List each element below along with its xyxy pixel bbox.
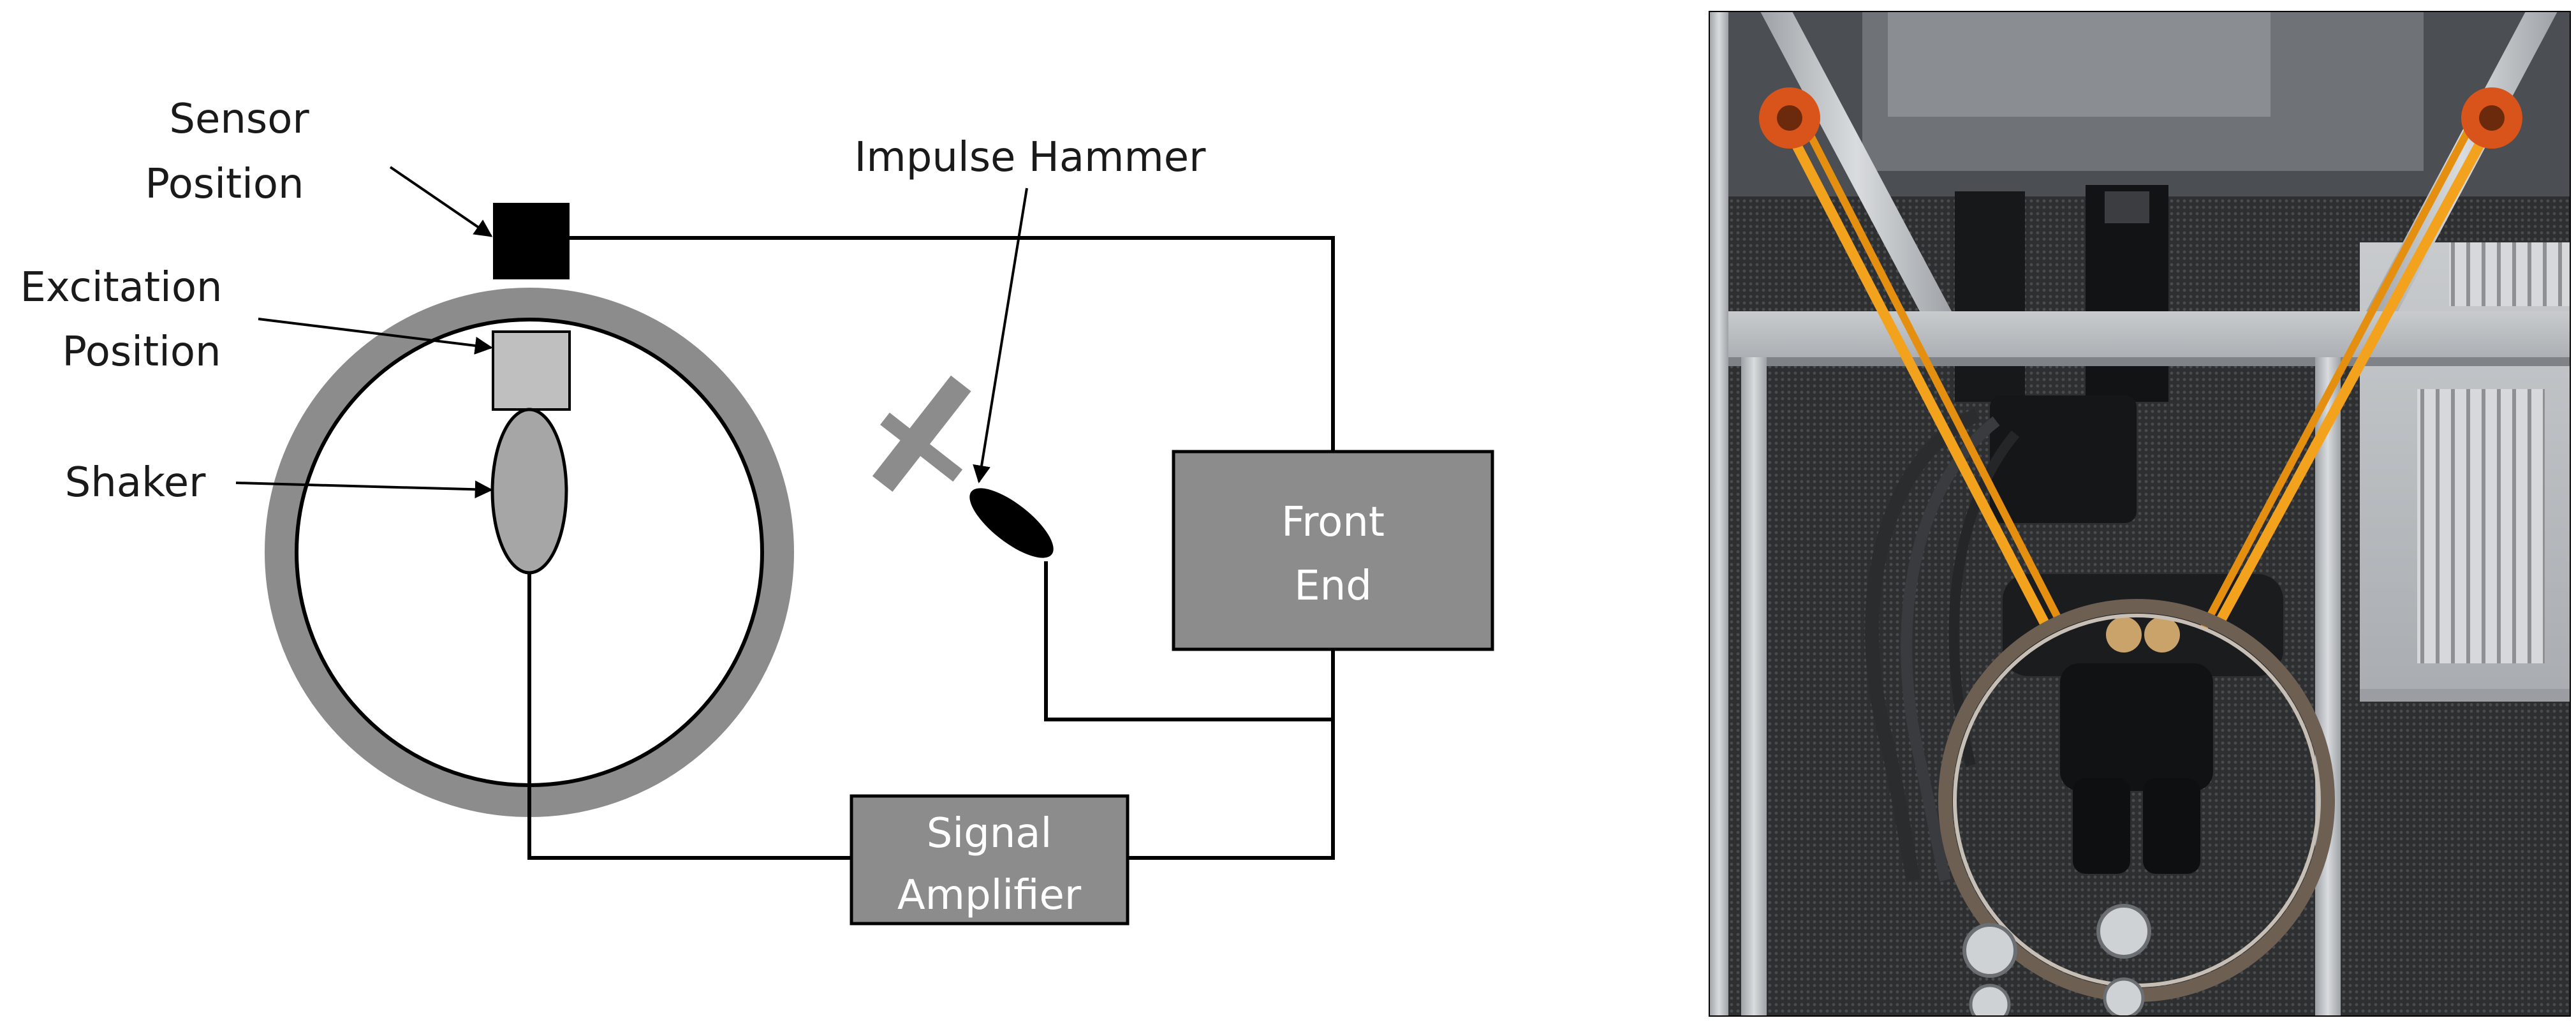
sensor-position-label-2: Position (145, 161, 304, 208)
sensor-wire (570, 236, 1335, 453)
signal-amplifier-label-1: Signal (927, 810, 1052, 857)
signal-amplifier-label-2: Amplifier (897, 872, 1082, 919)
shaker-ellipse (490, 408, 568, 575)
sensor-position-label-1: Sensor (169, 96, 309, 143)
impulse-hammer-label: Impulse Hammer (855, 134, 1207, 181)
impulse-hammer-icon (872, 375, 1054, 558)
photo-pipe-left (1955, 191, 2025, 402)
photo-strap-right (2211, 122, 2496, 631)
hammer-wire (1044, 561, 1333, 721)
schematic-diagram: Front End Signal Amplifier Sensor Positi… (20, 96, 1494, 925)
front-end-label-1: Front (1281, 499, 1385, 546)
photo-strap-left (1781, 122, 2052, 631)
shaker-wire (527, 573, 851, 860)
test-rig-photo (1709, 11, 2571, 1017)
front-end-label-2: End (1294, 563, 1372, 610)
excitation-position-label-2: Position (62, 328, 221, 376)
shaker-label: Shaker (65, 459, 207, 506)
excitation-position-label-1: Excitation (20, 264, 222, 311)
front-end-box (1172, 450, 1494, 651)
wiring (527, 236, 1335, 860)
excitation-block (492, 330, 571, 411)
sensor-block (493, 203, 570, 279)
front-end-wire (1128, 648, 1335, 860)
photo-cross-beam (1709, 311, 2570, 362)
signal-amplifier-box (850, 794, 1130, 925)
callout-arrows (235, 166, 1028, 499)
